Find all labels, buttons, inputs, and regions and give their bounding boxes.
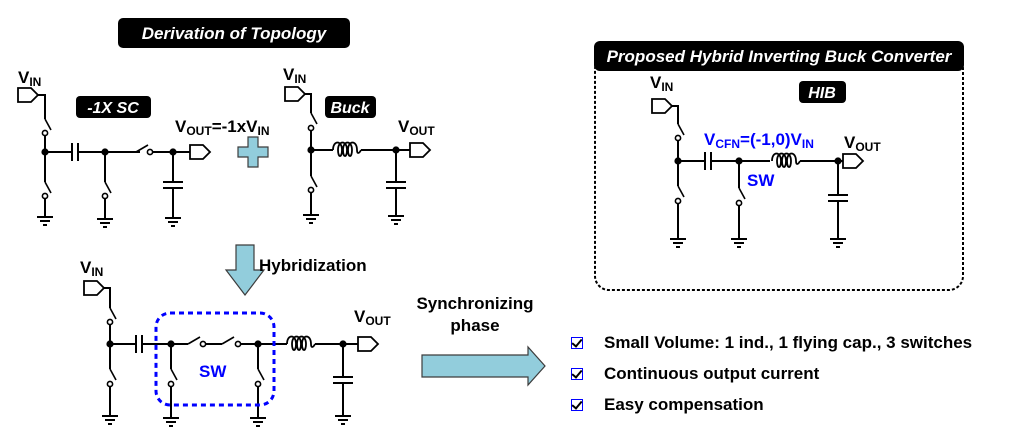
sw-label: SW [199,362,227,381]
vcfn-label: VCFN=(-1,0)VIN [704,130,814,151]
plus-icon [237,136,269,168]
hib-tag: HIB [808,85,836,102]
checkbox-checked-icon [571,399,583,411]
buck-inductor [332,141,362,157]
hib-vin-label: VIN [650,73,673,94]
feature-text: Easy compensation [604,395,764,414]
hib-vin-port [651,98,673,114]
hybrid-vin-port [83,280,105,296]
down-arrow-icon [224,244,266,296]
hib-vout-port [842,153,864,169]
buck-vout-port [409,142,431,158]
sc-switch-high [41,116,52,182]
derivation-title-tag: Derivation of Topology [118,18,350,48]
sc-vin-label: VIN [18,68,41,89]
hybridization-label: Hybridization [259,256,367,275]
feature-item: Continuous output current [571,364,819,384]
sc-vin-port [17,87,39,103]
hybrid-inductor [286,335,316,351]
sync-phase-label: Synchronizing phase [400,294,550,336]
hybrid-vout-label: VOUT [354,307,391,328]
buck-tag: Buck [330,100,370,117]
feature-item: Easy compensation [571,395,764,415]
hybrid-vin-label: VIN [80,258,103,279]
hib-circuit: VIN HIB VCFN=(-1,0)VIN SW VOUT [650,73,881,248]
sc-vout-port [189,144,211,160]
hybrid-circuit: VIN [80,258,391,427]
sync-line-1: Synchronizing [416,294,534,313]
sc-vout-label: VOUT=-1xVIN [175,117,270,138]
feature-text: Continuous output current [604,364,820,383]
sc-switch-low [41,181,52,209]
buck-vout-label: VOUT [398,117,435,138]
sync-line-2: phase [450,316,500,335]
hybrid-vout-port [357,336,379,352]
derivation-title: Derivation of Topology [142,24,328,43]
buck-circuit: VIN Buck VOUT [283,65,435,225]
feature-text: Small Volume: 1 ind., 1 flying cap., 3 s… [604,333,973,352]
proposed-title-tag: Proposed Hybrid Inverting Buck Converter [594,41,964,71]
sc-circuit: VIN [17,68,270,228]
sw-highlight-box [154,311,276,407]
checkbox-checked-icon [571,368,583,380]
sc-tag: -1X SC [87,100,139,117]
proposed-title: Proposed Hybrid Inverting Buck Converter [607,47,953,66]
checkbox-checked-icon [571,337,583,349]
buck-vin-label: VIN [283,65,306,86]
hib-vout-label: VOUT [844,133,881,154]
hib-inductor [771,152,801,168]
buck-vin-port [284,86,306,102]
hib-sw-label: SW [747,171,775,190]
feature-item: Small Volume: 1 ind., 1 flying cap., 3 s… [571,333,972,353]
sc-series-switch [135,144,149,153]
right-arrow-icon [421,345,546,387]
